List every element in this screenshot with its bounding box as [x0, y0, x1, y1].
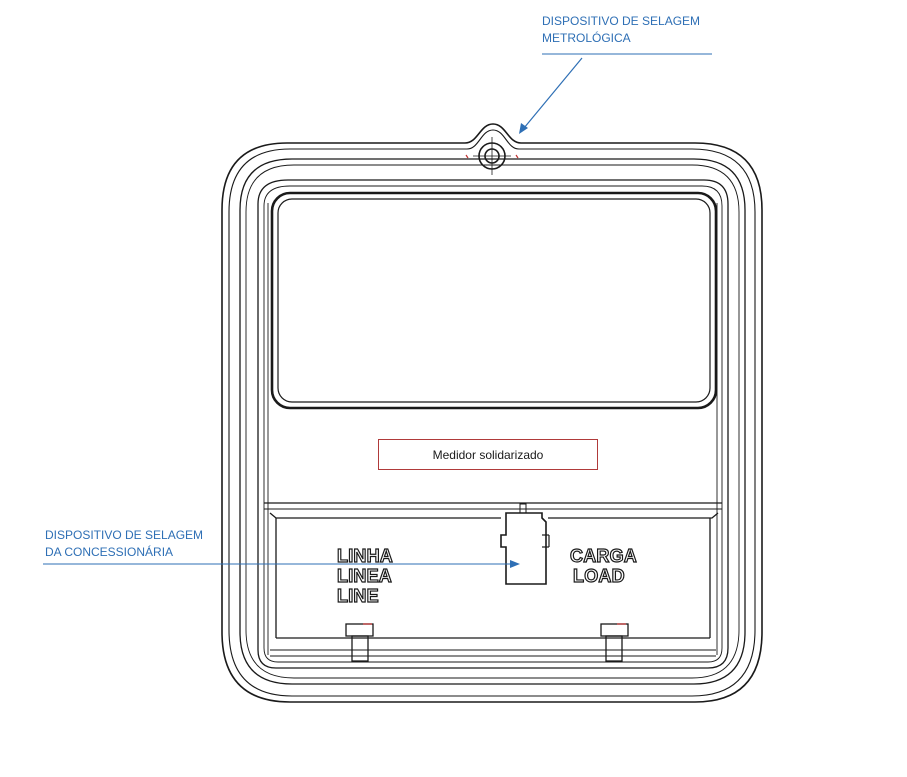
meter-status-text: Medidor solidarizado: [432, 447, 544, 462]
utility-seal-label-line2: DA CONCESSIONÁRIA: [45, 545, 174, 559]
metrological-seal-label-line2: METROLÓGICA: [542, 31, 631, 45]
display-window: [270, 191, 718, 410]
line-label-pt: LINHA: [336, 545, 393, 566]
utility-seal-label: DISPOSITIVO DE SELAGEM DA CONCESSIONÁRIA: [45, 527, 203, 561]
metrological-seal-screw: [473, 137, 511, 175]
metrological-callout-arrowhead: [519, 123, 528, 134]
utility-callout-arrowhead: [510, 560, 520, 568]
line-side-label: LINHA LINEA LINE: [336, 545, 393, 606]
metrological-seal-label: DISPOSITIVO DE SELAGEM METROLÓGICA: [542, 13, 700, 47]
meter-housing: [221, 123, 763, 703]
left-cover-clip: [345, 623, 374, 662]
load-label-en: LOAD: [572, 565, 625, 586]
seal-mark-left: [465, 154, 469, 159]
meter-status-box: Medidor solidarizado: [378, 439, 598, 470]
metrological-seal-label-line1: DISPOSITIVO DE SELAGEM: [542, 14, 701, 28]
load-label-pt: CARGA: [569, 545, 637, 566]
load-side-label: CARGA LOAD: [569, 545, 637, 586]
right-cover-clip: [600, 623, 629, 662]
line-label-es: LINEA: [336, 565, 392, 586]
utility-seal-label-line1: DISPOSITIVO DE SELAGEM: [45, 528, 204, 542]
metrological-callout-leader: [523, 57, 583, 129]
seal-mark-right: [515, 154, 519, 159]
terminal-cover: [264, 502, 722, 657]
utility-seal-latch: [500, 503, 550, 585]
line-label-en: LINE: [336, 585, 379, 606]
